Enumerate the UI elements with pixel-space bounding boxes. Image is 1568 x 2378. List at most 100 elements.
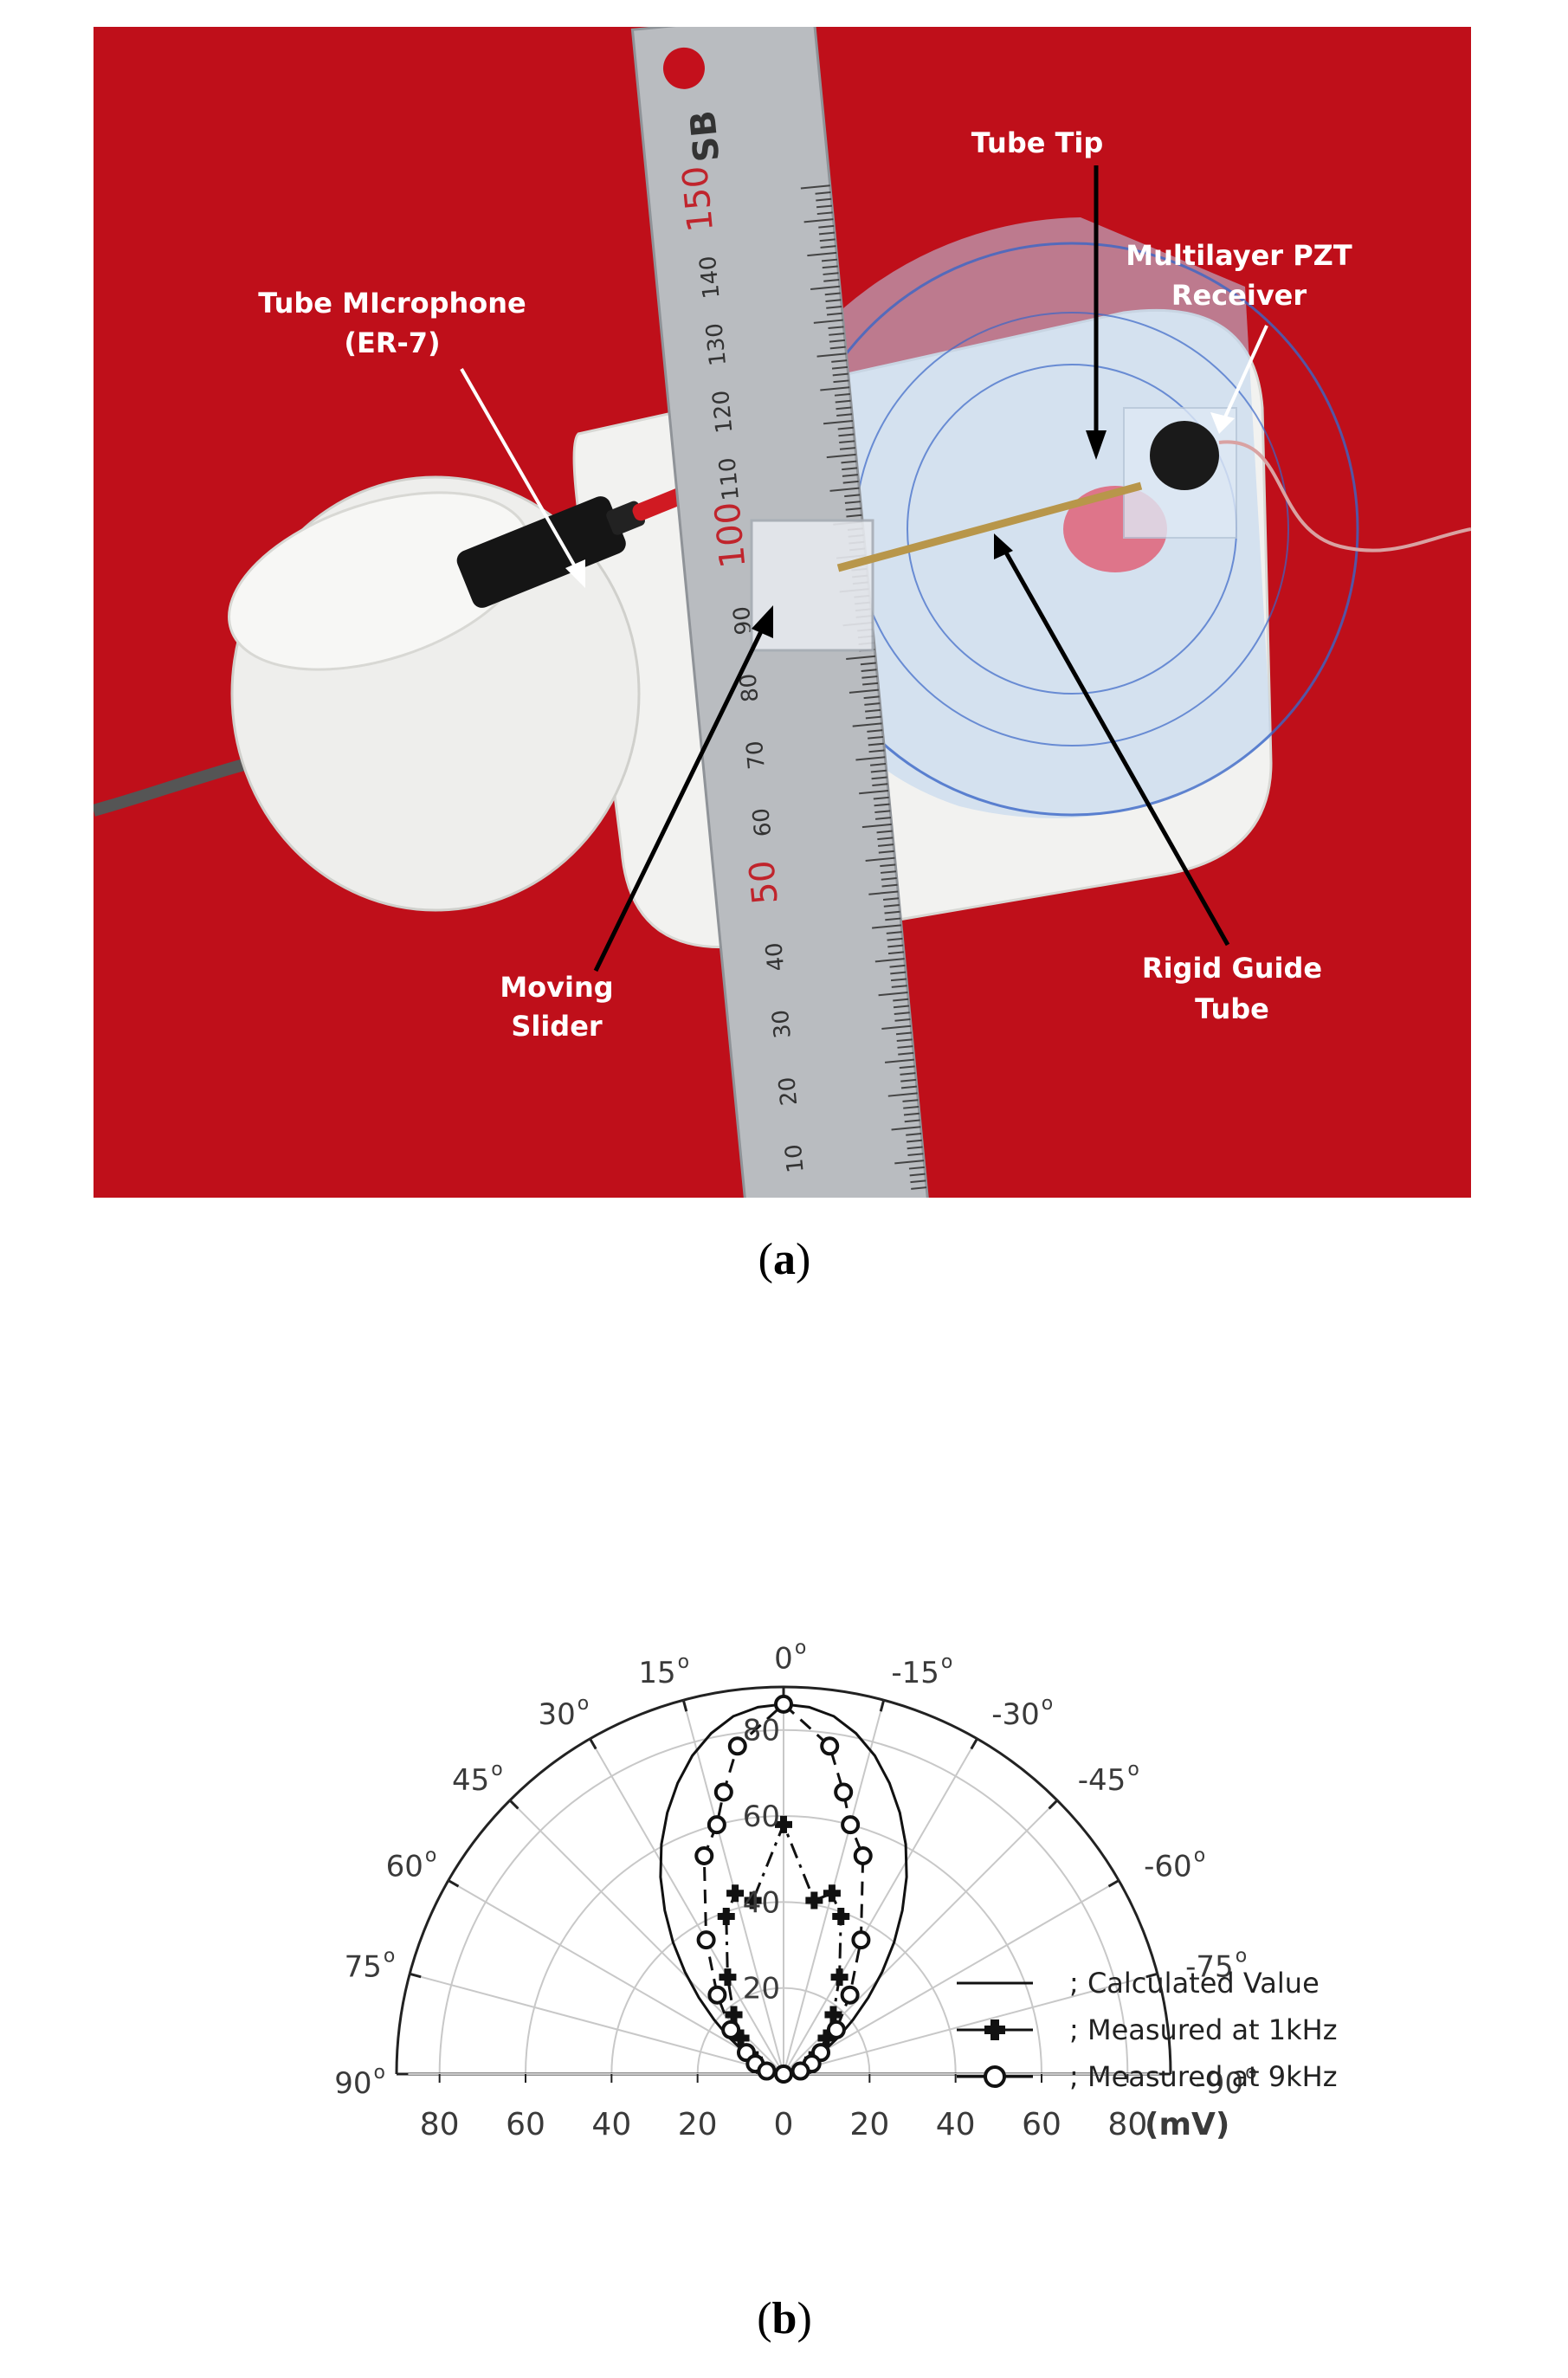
ruler-tick <box>897 1045 913 1049</box>
ruler-tick <box>842 467 858 471</box>
label-slider-line1: Moving <box>500 971 613 1004</box>
caption-a: (a) <box>758 1235 811 1284</box>
angle-label: -90 <box>1196 2066 1244 2101</box>
ruler-tick <box>872 924 902 929</box>
ruler-tick <box>845 507 861 511</box>
marker-1khz <box>725 2006 743 2024</box>
ruler-tick <box>871 776 887 780</box>
ruler-tick <box>883 904 900 908</box>
ruler-tick <box>872 783 888 787</box>
degree-mark: o <box>373 2062 384 2084</box>
ruler-mark: 50 <box>742 858 786 906</box>
ruler-tick <box>868 742 884 746</box>
ruler-tick <box>810 285 841 290</box>
ruler-tick <box>880 863 896 868</box>
ruler-mark: 20 <box>774 1076 803 1107</box>
angle-label: -60 <box>1144 1850 1192 1884</box>
ruler-tick <box>836 413 853 417</box>
ruler-mark: 30 <box>768 1009 797 1040</box>
angle-tick <box>508 1799 519 1810</box>
ruler-tick <box>829 333 845 336</box>
ruler-tick <box>887 937 903 941</box>
marker-1khz <box>775 1815 792 1833</box>
label-guide-line2: Tube <box>1195 992 1269 1025</box>
ruler-tick <box>881 1024 912 1031</box>
ruler-tick <box>900 1085 918 1089</box>
x-tick-label: 40 <box>936 2107 976 2142</box>
x-tick-label: 0 <box>774 2107 794 2142</box>
degree-mark: o <box>1194 1845 1205 1867</box>
marker-1khz <box>744 1891 762 1910</box>
ruler-tick <box>906 1133 922 1136</box>
marker-1khz <box>726 1884 745 1903</box>
marker-1khz <box>732 2029 750 2047</box>
angle-tick <box>879 1699 886 1712</box>
ruler-tick <box>877 837 894 841</box>
grid-spoke <box>448 1879 784 2075</box>
label-tube-tip: Tube Tip <box>971 126 1104 159</box>
angle-tick <box>1107 1879 1120 1888</box>
ruler-tick <box>816 197 832 202</box>
ruler-mark: 40 <box>761 941 790 973</box>
legend-label: ; Measured at 9kHz <box>1069 2060 1338 2093</box>
legend-marker <box>984 2065 1006 2088</box>
grid-spoke <box>409 1973 784 2075</box>
rigid-guide-tube <box>836 481 1143 572</box>
angle-tick <box>1145 1972 1158 1979</box>
ruler-tick <box>891 1126 921 1131</box>
ruler-tick <box>821 258 838 262</box>
ruler-tick <box>909 1173 926 1177</box>
label-microphone-line1: Tube MIcrophone <box>258 287 526 320</box>
marker-9khz <box>727 1736 747 1756</box>
arrow-guide <box>1000 545 1230 947</box>
label-receiver-line1: Multilayer PZT <box>1126 239 1352 272</box>
ruler-tick <box>880 870 897 874</box>
ruler-tick <box>832 372 849 377</box>
label-microphone-line2: (ER-7) <box>344 326 440 359</box>
marker-9khz <box>757 2061 777 2081</box>
x-tick-label: 60 <box>506 2107 545 2142</box>
unit-label: (mV) <box>1145 2107 1229 2142</box>
degree-mark: o <box>384 1946 395 1968</box>
ruler-tick <box>906 1139 922 1143</box>
ruler-mark: 10 <box>781 1143 810 1174</box>
degree-mark: o <box>1236 1946 1247 1968</box>
ruler-tick <box>835 399 851 404</box>
label-guide-line1: Rigid Guide <box>1142 952 1322 985</box>
ruler-tick <box>864 702 881 706</box>
ruler-tick <box>889 964 906 968</box>
ruler-tick <box>870 769 887 773</box>
angle-label: 90 <box>334 2066 371 2101</box>
ruler-tick <box>836 406 852 410</box>
marker-9khz <box>790 2061 810 2081</box>
ruler-tick <box>859 790 889 795</box>
ring-label: 60 <box>743 1800 780 1834</box>
ruler-tick <box>865 856 895 862</box>
marker-1khz <box>805 1891 823 1910</box>
ruler-mark: 70 <box>742 740 771 771</box>
arrow-microphone <box>460 368 580 573</box>
chart-legend: ; Calculated Value; Measured at 1kHz; Me… <box>957 1967 1338 2093</box>
ruler-tick <box>894 1160 925 1165</box>
degree-mark: o <box>425 1845 436 1867</box>
angle-label: 45 <box>452 1763 489 1798</box>
angle-label: -45 <box>1078 1763 1126 1798</box>
ruler-tick <box>813 319 843 324</box>
angle-tick <box>409 1972 422 1979</box>
ruler-tick <box>863 695 880 700</box>
ruler-tick <box>884 1058 915 1063</box>
ruler-tick <box>873 796 889 800</box>
label-receiver-line2: Receiver <box>1171 279 1307 312</box>
ruler-tick <box>831 359 848 363</box>
ruler-tick <box>881 876 897 881</box>
ruler-tick <box>882 897 900 901</box>
ruler-tick <box>899 1065 915 1069</box>
ruler-mark: 60 <box>748 807 777 838</box>
angle-label: -30 <box>991 1697 1040 1732</box>
polar-grid <box>395 1685 1172 2083</box>
x-tick-label: 40 <box>591 2107 631 2142</box>
ruler-tick <box>829 346 846 350</box>
marker-9khz <box>707 1985 727 2005</box>
